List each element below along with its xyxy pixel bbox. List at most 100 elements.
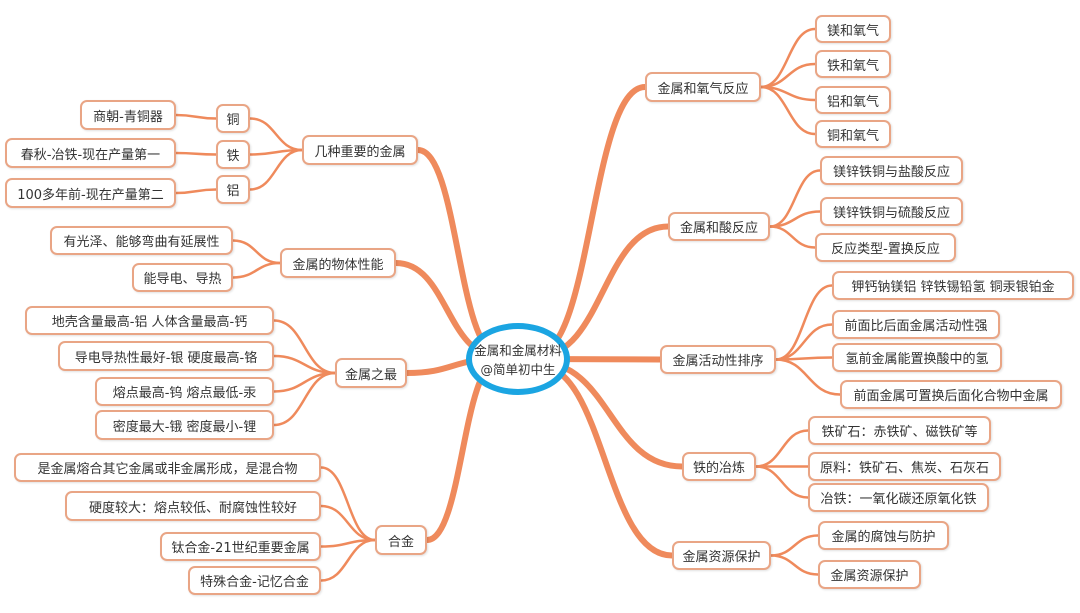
subtopic-node-label: 特殊合金-记忆合金 [200,575,309,590]
subtopic-node[interactable]: 密度最大-锇 密度最小-锂 [95,410,274,440]
sub-branch [174,113,218,120]
subtopic-node-label: 地壳含量最高-铝 人体含量最高-钙 [51,315,248,330]
sub-branch [272,371,337,427]
sub-branch [248,117,304,152]
sub-branch [774,358,842,396]
subtopic-node[interactable]: 铁矿石：赤铁矿、磁铁矿等 [808,416,991,445]
subtopic-node[interactable]: 原料：铁矿石、焦炭、石灰石 [808,452,1001,481]
sub-branch [319,504,377,542]
subtopic-node-label: 镁锌铁铜与硫酸反应 [832,206,950,221]
detail-node-label: 商朝-青铜器 [93,109,163,125]
topic-node-label: 金属和酸反应 [679,221,758,236]
subtopic-node-label: 冶铁：一氧化碳还原氧化铁 [820,492,977,507]
topic-node[interactable]: 金属资源保护 [672,541,771,570]
topic-node[interactable]: 几种重要的金属 [302,135,418,165]
subtopic-node[interactable]: 铜和氧气 [815,120,891,148]
topic-node[interactable]: 金属活动性排序 [660,345,776,374]
subtopic-node-label: 原料：铁矿石、焦炭、石灰石 [819,461,989,476]
sub-branch [774,323,834,361]
subtopic-node[interactable]: 能导电、导热 [132,263,233,292]
subtopic-node[interactable]: 铝和氧气 [815,86,891,114]
subtopic-node[interactable]: 熔点最高-钨 熔点最低-汞 [95,377,274,406]
subtopic-node[interactable]: 铁和氧气 [815,50,891,78]
main-branch [424,359,501,543]
topic-node-label: 金属和氧气反应 [657,81,749,97]
sub-branch [319,538,377,582]
sub-branch [768,169,822,228]
subtopic-node[interactable]: 是金属熔合其它金属或非金属形成，是混合物 [14,453,321,482]
subtopic-node[interactable]: 前面金属可置换后面化合物中金属 [840,380,1062,409]
sub-branch [231,261,282,279]
topic-node[interactable]: 金属和氧气反应 [645,72,761,102]
subtopic-node[interactable]: 镁锌铁铜与盐酸反应 [820,156,963,185]
sub-branch [768,225,817,249]
central-topic[interactable]: 金属和金属材料 @简单初中生 [466,323,570,395]
sub-branch [248,148,304,191]
sub-branch [754,429,810,468]
subtopic-node-label: 密度最大-锇 密度最小-锂 [112,419,257,435]
subtopic-node[interactable]: 镁和氧气 [815,15,891,43]
central-topic-title: 金属和金属材料 [474,343,562,358]
subtopic-node[interactable]: 前面比后面金属活动性强 [832,310,1000,339]
detail-node[interactable]: 100多年前-现在产量第二 [5,178,176,208]
topic-node[interactable]: 铁的冶炼 [682,452,756,481]
topic-node-label: 金属的物体性能 [292,257,384,273]
subtopic-node[interactable]: 硬度较大：熔点较低、耐腐蚀性较好 [65,491,321,521]
subtopic-node-label: 能导电、导热 [143,272,222,287]
subtopic-node[interactable]: 铝 [216,175,250,204]
subtopic-node[interactable]: 铜 [216,104,250,133]
subtopic-node[interactable]: 氢前金属能置换酸中的氢 [832,343,1002,372]
sub-branch [319,466,377,542]
sub-branch [174,151,218,156]
subtopic-node[interactable]: 特殊合金-记忆合金 [188,566,321,595]
subtopic-node-label: 钛合金-21世纪重要金属 [171,541,310,556]
main-branch [415,147,501,356]
subtopic-node[interactable]: 冶铁：一氧化碳还原氧化铁 [808,483,989,512]
subtopic-node-label: 硬度较大：熔点较低、耐腐蚀性较好 [88,500,297,516]
detail-node[interactable]: 春秋-冶铁-现在产量第一 [5,138,176,168]
detail-node-label: 春秋-冶铁-现在产量第一 [20,147,161,163]
topic-node-label: 金属活动性排序 [672,354,764,369]
subtopic-node-label: 有光泽、能够弯曲有延展性 [63,235,220,250]
subtopic-node[interactable]: 地壳含量最高-铝 人体含量最高-钙 [25,306,274,335]
detail-node[interactable]: 商朝-青铜器 [80,100,176,130]
sub-branch [174,188,218,195]
sub-branch [754,465,810,499]
subtopic-node[interactable]: 铁 [216,140,250,169]
sub-branch [759,27,817,89]
topic-node-label: 金属之最 [344,367,397,383]
topic-node[interactable]: 金属的物体性能 [280,248,396,278]
subtopic-node[interactable]: 有光泽、能够弯曲有延展性 [50,226,233,255]
subtopic-node-label: 镁锌铁铜与盐酸反应 [832,165,950,180]
subtopic-node-label: 铝 [226,184,240,199]
subtopic-node-label: 铝和氧气 [826,94,879,110]
subtopic-node[interactable]: 镁锌铁铜与硫酸反应 [820,197,963,226]
sub-branch [759,85,817,136]
topic-node[interactable]: 金属之最 [335,358,407,388]
subtopic-node[interactable]: 反应类型-置换反应 [815,233,956,262]
topic-node[interactable]: 金属和酸反应 [668,212,770,241]
sub-branch [231,239,282,265]
subtopic-node[interactable]: 导电导热性最好-银 硬度最高-铬 [58,341,274,371]
subtopic-node[interactable]: 钛合金-21世纪重要金属 [160,532,321,561]
subtopic-node-label: 前面金属可置换后面化合物中金属 [853,389,1049,404]
sub-branch [769,534,820,557]
sub-branch [769,554,820,576]
topic-node[interactable]: 合金 [375,525,427,555]
subtopic-node-label: 氢前金属能置换酸中的氢 [845,352,989,367]
subtopic-node-label: 导电导热性最好-银 硬度最高-铬 [74,350,258,366]
subtopic-node[interactable]: 金属的腐蚀与防护 [818,521,949,550]
subtopic-node-label: 熔点最高-钨 熔点最低-汞 [112,386,257,401]
topic-node-label: 铁的冶炼 [692,461,745,476]
topic-node-label: 金属资源保护 [682,550,761,565]
subtopic-node[interactable]: 金属资源保护 [818,560,921,589]
subtopic-node-label: 反应类型-置换反应 [831,242,940,257]
central-topic-subtitle: @简单初中生 [480,362,556,377]
subtopic-node-label: 铜和氧气 [826,128,879,144]
subtopic-node-label: 铁矿石：赤铁矿、磁铁矿等 [821,425,978,440]
subtopic-node-label: 镁和氧气 [826,23,879,39]
subtopic-node-label: 铁和氧气 [826,58,879,74]
subtopic-node[interactable]: 钾钙钠镁铝 锌铁锡铅氢 铜汞银铂金 [832,271,1074,300]
subtopic-node-label: 钾钙钠镁铝 锌铁锡铅氢 铜汞银铂金 [851,280,1055,295]
